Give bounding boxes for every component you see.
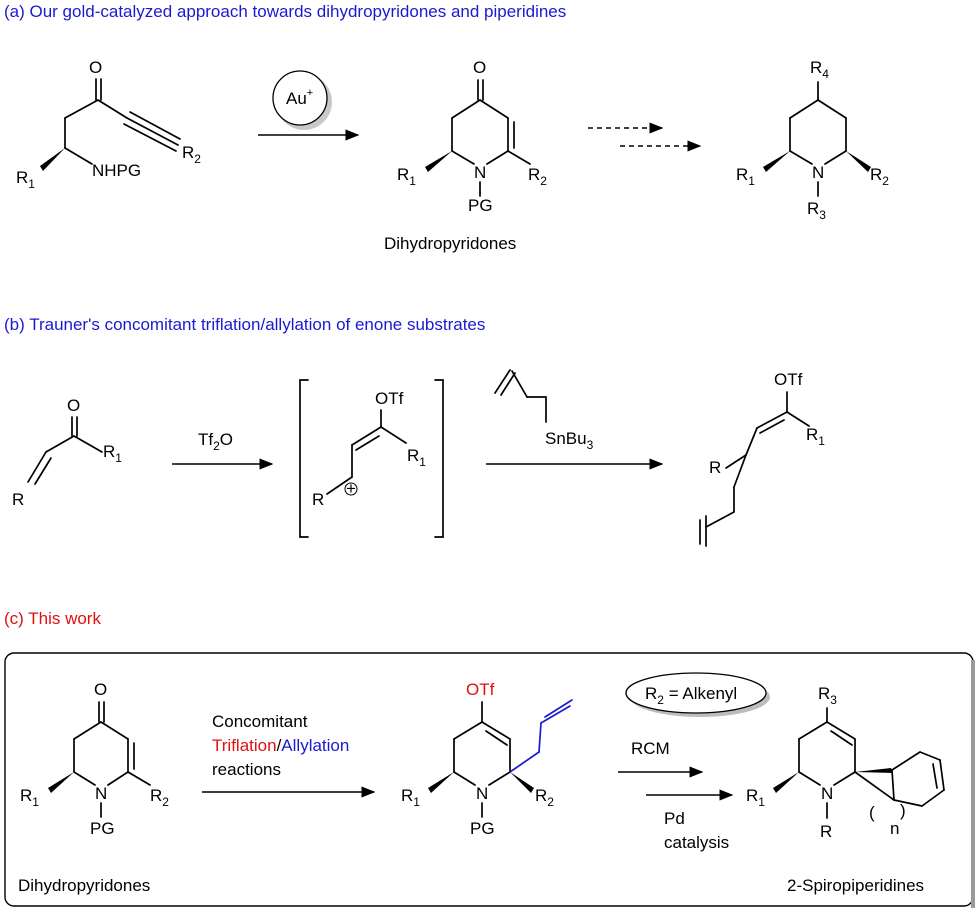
svg-text:R1: R1	[401, 786, 420, 809]
svg-text:PG: PG	[90, 819, 115, 838]
svg-text:O: O	[67, 396, 80, 415]
header-a: (a) Our gold-catalyzed approach towards …	[4, 2, 566, 21]
svg-text:SnBu3: SnBu3	[545, 429, 594, 452]
condition-line2: Triflation/Allylation	[212, 736, 349, 755]
label-catalysis: catalysis	[664, 833, 729, 852]
svg-text:R3: R3	[818, 684, 837, 707]
svg-text:R1: R1	[20, 786, 39, 809]
label-r2: R2	[182, 143, 201, 166]
spiropiperidine: R3 N R R1 ( ) n	[746, 684, 945, 841]
piperidine-a: R4 N R3 R1 R2	[736, 58, 889, 222]
cation-intermediate: OTf R1 R +	[299, 379, 444, 538]
svg-text:R: R	[12, 490, 24, 509]
dihydropyridone-c: O N PG R1 R2	[20, 680, 169, 838]
svg-text:R1: R1	[736, 165, 755, 188]
svg-text:n: n	[890, 819, 899, 838]
svg-text:R1: R1	[103, 442, 122, 465]
ynone-substrate: O NHPG R1 R2	[16, 58, 201, 191]
label-pd: Pd	[664, 809, 685, 828]
svg-text:PG: PG	[470, 819, 495, 838]
svg-text:R: R	[820, 822, 832, 841]
svg-text:N: N	[95, 784, 107, 803]
svg-text:N: N	[812, 163, 824, 182]
svg-text:O: O	[94, 680, 107, 699]
condition-line1: Concomitant	[212, 712, 308, 731]
svg-text:N: N	[476, 784, 488, 803]
triflate-intermediate-c: OTf N PG R1 R2	[401, 680, 573, 838]
svg-text:OTf: OTf	[375, 389, 404, 408]
r2-note-text: R2 = Alkenyl	[645, 684, 737, 707]
catalyst-label: Au+	[286, 87, 313, 108]
svg-text:R2: R2	[150, 786, 169, 809]
svg-text:R1: R1	[746, 786, 765, 809]
svg-text:N: N	[474, 163, 486, 182]
label-rcm: RCM	[631, 739, 670, 758]
reagent-tf2o: Tf2O	[198, 430, 233, 453]
svg-text:R4: R4	[810, 58, 829, 81]
header-c: (c) This work	[4, 609, 101, 628]
svg-text:R1: R1	[407, 446, 426, 469]
label-r1: R1	[16, 168, 35, 191]
svg-text:PG: PG	[468, 196, 493, 215]
svg-text:OTf: OTf	[466, 680, 495, 699]
svg-text:R2: R2	[535, 786, 554, 809]
svg-text:O: O	[473, 58, 486, 77]
svg-text:(: (	[869, 803, 875, 822]
enone-substrate: O R1 R	[12, 396, 122, 509]
svg-text:N: N	[821, 784, 833, 803]
svg-text:R: R	[312, 490, 324, 509]
label-spiropiperidines: 2-Spiropiperidines	[787, 876, 924, 895]
svg-text:): )	[900, 801, 906, 820]
condition-line3: reactions	[212, 760, 281, 779]
wedge-bond	[40, 148, 65, 171]
svg-text:R1: R1	[806, 425, 825, 448]
svg-text:R2: R2	[528, 165, 547, 188]
svg-text:R2: R2	[870, 165, 889, 188]
atom-o: O	[89, 58, 102, 77]
svg-text:R1: R1	[397, 165, 416, 188]
svg-text:OTf: OTf	[774, 370, 803, 389]
enol-triflate-product-b: OTf R1 R	[699, 370, 825, 547]
label-dihydropyridones-c: Dihydropyridones	[18, 876, 150, 895]
svg-text:R: R	[709, 458, 721, 477]
svg-text:R3: R3	[807, 199, 826, 222]
allyltributylstannane: SnBu3	[494, 369, 594, 452]
atom-nhpg: NHPG	[92, 161, 141, 180]
header-b: (b) Trauner's concomitant triflation/all…	[4, 315, 485, 334]
dihydropyridone-a: O N PG R1 R2	[397, 58, 547, 215]
r2-note	[625, 672, 767, 714]
label-dihydropyridones-a: Dihydropyridones	[384, 234, 516, 253]
svg-text:+: +	[346, 479, 356, 498]
